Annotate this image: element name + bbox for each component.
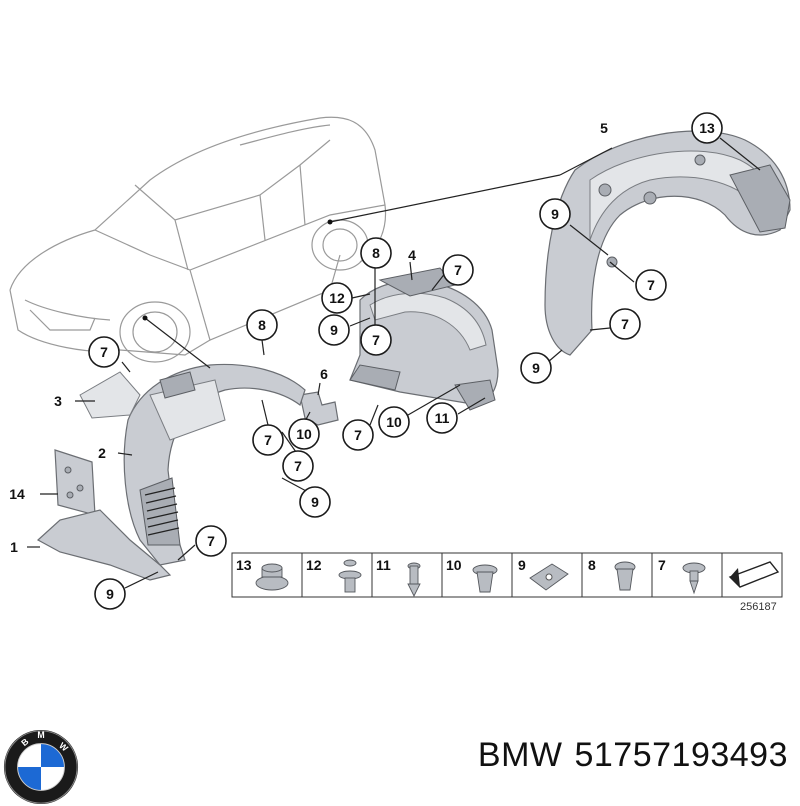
- callout-7-front-a: 7: [100, 344, 108, 360]
- callouts: 5 13 9 7 7 9 8 4 7 12 9 7 6 10 7 10 11 8…: [9, 112, 723, 610]
- expanding-rivet-icon: [338, 559, 362, 593]
- callout-7-rear-b: 7: [621, 316, 629, 332]
- callout-2: 2: [98, 445, 106, 461]
- callout-7-front-c: 7: [294, 458, 302, 474]
- fastener-legend: 13 12 11 10 9 8 7: [231, 552, 783, 613]
- brand-name: BMW: [477, 736, 563, 774]
- legend-num-13: 13: [236, 557, 252, 573]
- direction-arrow-icon: [728, 561, 780, 588]
- callout-11-mid: 11: [435, 410, 450, 426]
- callout-1: 1: [10, 539, 18, 555]
- push-pin-icon: [407, 562, 421, 598]
- sleeve-nut-icon: [472, 564, 498, 593]
- callout-8-mid: 8: [372, 245, 380, 261]
- legend-num-7: 7: [658, 557, 666, 573]
- callout-9-rear-b: 9: [532, 360, 540, 376]
- callout-7-mid-a: 7: [454, 262, 462, 278]
- callout-4: 4: [408, 247, 416, 263]
- leader-lines: [27, 137, 761, 589]
- callout-9-mid: 9: [330, 322, 338, 338]
- plate: [54, 449, 96, 516]
- callout-9-rear-a: 9: [551, 206, 559, 222]
- spring-clip-icon: [529, 563, 569, 591]
- callout-7-front-b: 7: [264, 432, 272, 448]
- svg-text:M: M: [37, 730, 44, 740]
- plastic-nut-icon: [614, 561, 636, 591]
- legend-num-9: 9: [518, 557, 526, 573]
- callout-12-mid: 12: [329, 290, 345, 306]
- callout-9-front-b: 9: [106, 586, 114, 602]
- middle-wheel-arch-liner: [349, 267, 499, 411]
- legend-num-12: 12: [306, 557, 322, 573]
- legend-num-10: 10: [446, 557, 462, 573]
- callout-5: 5: [600, 120, 608, 136]
- callout-14: 14: [9, 486, 25, 502]
- callout-7-mid-c: 7: [354, 427, 362, 443]
- bmw-logo: B M W: [3, 730, 79, 805]
- callout-8-front: 8: [258, 317, 266, 333]
- brand-part-number-label: BMW 51757193493: [466, 736, 788, 775]
- front-wheel-arch-liner: [123, 363, 306, 566]
- screw-icon: [682, 562, 706, 595]
- callout-3: 3: [54, 393, 62, 409]
- callout-7-mid-b: 7: [372, 332, 380, 348]
- lower-trim: [36, 509, 172, 581]
- callout-9-front-a: 9: [311, 494, 319, 510]
- reference-number: 256187: [740, 601, 777, 613]
- cover: [79, 371, 141, 419]
- rear-wheel-arch-liner: [544, 130, 791, 356]
- svg-text:B: B: [19, 736, 30, 748]
- callout-10-mid-b: 10: [386, 414, 402, 430]
- callout-13-top: 13: [699, 120, 715, 136]
- callout-10-mid: 10: [296, 426, 312, 442]
- callout-7-front-d: 7: [207, 533, 215, 549]
- part-number: 51757193493: [574, 736, 788, 774]
- callout-7-rear-a: 7: [647, 277, 655, 293]
- front-liner-grille: [144, 487, 180, 536]
- callout-6: 6: [320, 366, 328, 382]
- nut-fastener-icon: [255, 563, 289, 591]
- legend-num-11: 11: [376, 557, 391, 573]
- legend-num-8: 8: [588, 557, 596, 573]
